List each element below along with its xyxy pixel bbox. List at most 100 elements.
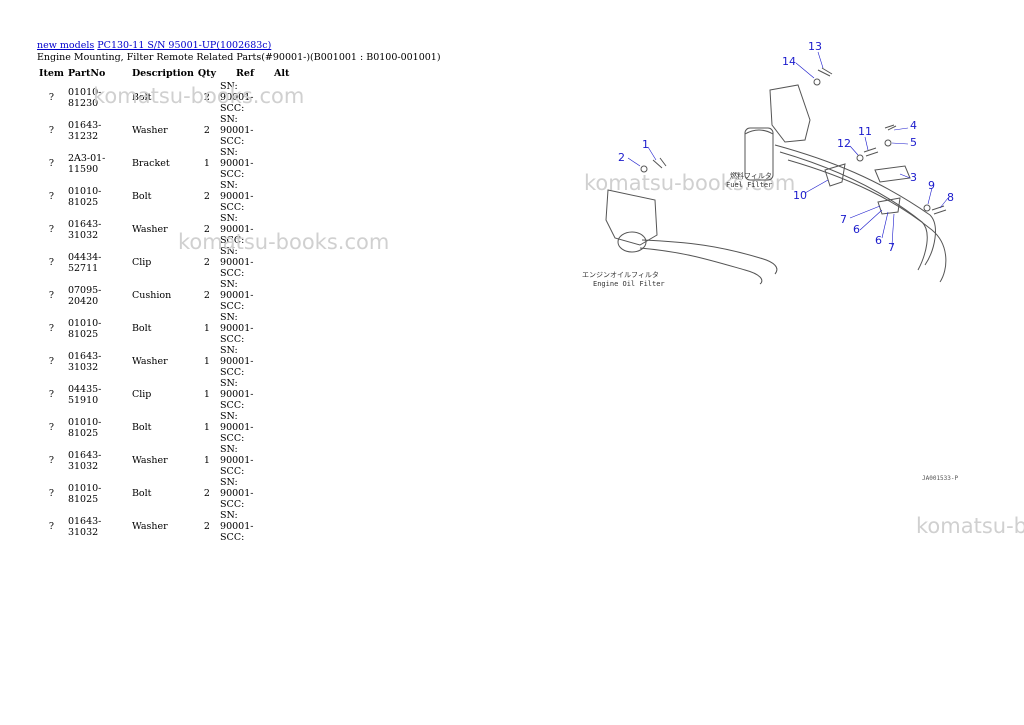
cell-ref: SN: 90001-SCC: <box>220 477 254 510</box>
cell-description: Bolt <box>131 191 152 202</box>
callout-10: 10 <box>793 189 807 202</box>
cell-description: Washer <box>131 521 168 532</box>
cell-description: Washer <box>131 455 168 466</box>
cell-description: Bracket <box>131 158 170 169</box>
cell-partno: 01643-31232 <box>67 119 102 142</box>
cell-item: ? <box>48 257 55 268</box>
cell-ref: SN: 90001-SCC: <box>220 312 254 345</box>
fuel-hose <box>774 144 936 266</box>
page-title: Engine Mounting, Filter Remote Related P… <box>37 52 441 63</box>
cell-alt <box>272 147 296 180</box>
cell-qty: 2 <box>203 521 210 532</box>
cell-qty: 2 <box>203 125 210 136</box>
cell-ref: SN: 90001-SCC: <box>220 279 254 312</box>
washer-part-5 <box>884 139 892 147</box>
cell-qty: 1 <box>203 323 210 334</box>
cell-description: Bolt <box>131 323 152 334</box>
callout-1: 1 <box>642 138 649 151</box>
callout-11: 11 <box>858 125 872 138</box>
breadcrumb-link-model[interactable]: PC130-11 S/N 95001-UP(1002683c) <box>97 40 272 51</box>
bracket-part-3 <box>874 165 911 183</box>
oil-filter-label-en: Engine Oil Filter <box>593 280 665 288</box>
cell-qty: 1 <box>203 356 210 367</box>
cell-item: ? <box>48 488 55 499</box>
cell-partno: 07095-20420 <box>67 284 102 307</box>
cell-qty: 2 <box>203 290 210 301</box>
table-row: ? 01643-31232 Washer 2 SN: 90001-SCC: <box>37 114 296 147</box>
cell-partno: 01010-81025 <box>67 482 102 505</box>
cell-ref: SN: 90001-SCC: <box>220 213 254 246</box>
header-description: Description <box>131 67 194 79</box>
cell-partno: 04434-52711 <box>67 251 102 274</box>
callout-14: 14 <box>782 55 796 68</box>
cell-ref: SN: 90001-SCC: <box>220 246 254 279</box>
watermark: komatsu-books.com <box>178 230 390 254</box>
header-alt: Alt <box>274 67 290 79</box>
cell-alt <box>272 312 296 345</box>
header-item: Item <box>39 67 64 79</box>
cell-item: ? <box>48 158 55 169</box>
fuel-filter-canister <box>744 127 774 181</box>
callout-6: 6 <box>853 223 860 236</box>
cell-alt <box>272 444 296 477</box>
cell-item: ? <box>48 323 55 334</box>
cell-item: ? <box>48 125 55 136</box>
clip-part-6 <box>877 197 901 215</box>
oil-hose <box>639 247 763 285</box>
breadcrumb-link-new-models[interactable]: new models <box>37 40 95 51</box>
table-header-row: Item PartNo Description Qty Ref Alt <box>37 65 296 81</box>
cell-partno: 01010-81230 <box>67 86 102 109</box>
fuel-filter-label-en: Fuel Filter <box>726 181 772 189</box>
fuel-hose <box>779 151 928 271</box>
cell-item: ? <box>48 389 55 400</box>
washer-part-9 <box>923 204 931 212</box>
cell-ref: SN: 90001-SCC: <box>220 114 254 147</box>
cell-description: Washer <box>131 224 168 235</box>
bolt-part-11 <box>863 147 879 157</box>
cell-description: Washer <box>131 125 168 136</box>
cell-ref: SN: 90001-SCC: <box>220 81 254 114</box>
bolt-part-4 <box>884 124 897 131</box>
cell-item: ? <box>48 92 55 103</box>
callout-4: 4 <box>910 119 917 132</box>
cell-ref: SN: 90001-SCC: <box>220 378 254 411</box>
cell-partno: 2A3-01-11590 <box>67 152 106 175</box>
cell-alt <box>272 345 296 378</box>
parts-table: Item PartNo Description Qty Ref Alt ?010… <box>37 65 296 544</box>
callout-8: 8 <box>947 191 954 204</box>
cell-partno: 01643-31032 <box>67 515 102 538</box>
watermark: komatsu-books.com <box>584 171 796 195</box>
washer-part-14 <box>813 78 821 86</box>
drawing-code: JA001533-P <box>922 475 959 482</box>
cell-item: ? <box>48 422 55 433</box>
header-ref: Ref <box>236 67 255 79</box>
cell-qty: 2 <box>203 224 210 235</box>
cell-qty: 1 <box>203 422 210 433</box>
clamp-part-10 <box>824 163 846 187</box>
breadcrumb: new models PC130-11 S/N 95001-UP(1002683… <box>37 40 271 51</box>
cell-description: Clip <box>131 389 152 400</box>
watermark: komatsu-books.com <box>93 84 305 108</box>
washer-part-2 <box>640 165 648 173</box>
cell-alt <box>272 477 296 510</box>
cell-description: Bolt <box>131 488 152 499</box>
cell-description: Washer <box>131 356 168 367</box>
exploded-parts-diagram: 13 14 1 2 11 12 4 5 3 10 9 8 7 6 6 7 燃料フ… <box>582 40 954 288</box>
bolt-part-8 <box>931 205 947 215</box>
fuel-filter-label-jp: 燃料フィルタ <box>730 171 772 180</box>
cell-description: Bolt <box>131 92 152 103</box>
fuel-filter-bracket <box>769 84 811 143</box>
cell-qty: 2 <box>203 257 210 268</box>
cell-partno: 04435-51910 <box>67 383 102 406</box>
cell-item: ? <box>48 455 55 466</box>
cell-qty: 1 <box>203 389 210 400</box>
